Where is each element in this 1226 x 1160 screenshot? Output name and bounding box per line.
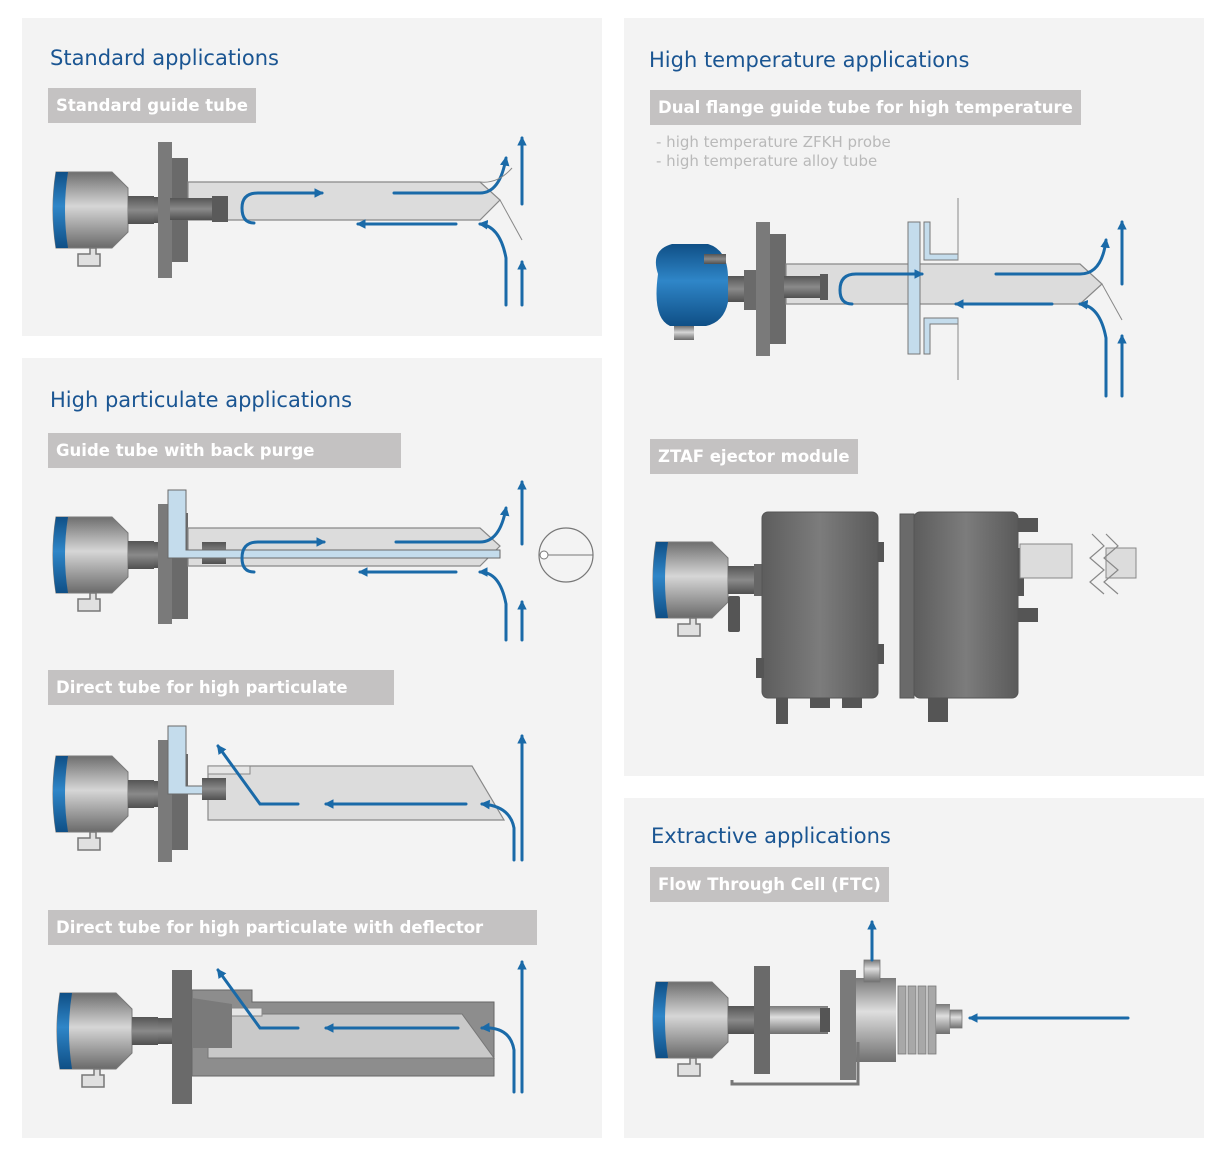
high-particulate-diagrams — [52, 480, 594, 1104]
direct-tube-diagram — [52, 725, 527, 862]
dual-flange-diagram — [655, 198, 1127, 398]
high-particulate-applications-panel: High particulate applications Guide tube… — [22, 358, 602, 1138]
guide-tube-back-purge-diagram — [52, 480, 594, 642]
direct-tube-label: Direct tube for high particulate — [48, 670, 394, 705]
direct-tube-deflector-diagram — [56, 960, 527, 1104]
extractive-applications-panel: Extractive applications Flow Through Cel… — [624, 798, 1204, 1138]
flow-through-cell-diagram — [652, 920, 1130, 1086]
high-temperature-applications-panel: High temperature applications Dual flang… — [624, 18, 1204, 776]
panel-title: Standard applications — [50, 46, 279, 70]
standard-applications-panel: Standard applications Standard guide tub… — [22, 18, 602, 336]
ztaf-ejector-diagram — [652, 511, 1137, 724]
panel-title: High temperature applications — [649, 48, 970, 72]
note-zfkh-probe: - high temperature ZFKH probe — [656, 133, 891, 151]
panel-title: High particulate applications — [50, 388, 353, 412]
note-alloy-tube: - high temperature alloy tube — [656, 152, 878, 170]
ztaf-ejector-module-label: ZTAF ejector module — [650, 439, 858, 474]
high-temperature-diagrams — [652, 198, 1137, 724]
guide-tube-back-purge-label: Guide tube with back purge — [48, 433, 401, 468]
standard-guide-tube-diagram — [52, 136, 527, 307]
direct-tube-deflector-label: Direct tube for high particulate with de… — [48, 910, 537, 945]
panel-title: Extractive applications — [651, 824, 891, 848]
dual-flange-guide-tube-label: Dual flange guide tube for high temperat… — [650, 90, 1081, 125]
standard-guide-tube-label: Standard guide tube — [48, 88, 256, 123]
flow-through-cell-label: Flow Through Cell (FTC) — [650, 867, 889, 902]
